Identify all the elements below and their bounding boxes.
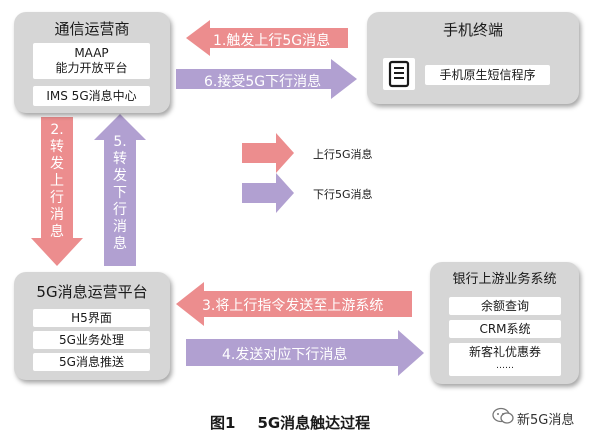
legend-uplink-label: 上行5G消息 xyxy=(313,148,373,161)
bank-box: 银行上游业务系统 余额查询 CRM系统 新客礼优惠券 …… xyxy=(430,262,579,384)
arrow-5-downlink xyxy=(94,114,146,266)
bank-item-ellipsis: …… xyxy=(495,361,514,371)
platform-item: H5界面 xyxy=(33,309,150,327)
platform-item-label: 5G业务处理 xyxy=(59,332,124,347)
arrow-4-label: 4.发送对应下行消息 xyxy=(222,347,348,363)
arrow-5-label: 5.转发下行消息 xyxy=(113,134,127,252)
arrow-4-downlink xyxy=(186,330,424,376)
watermark-text: 新5G消息 xyxy=(517,413,575,428)
arrow-1-label: 1.触发上行5G消息 xyxy=(213,33,331,49)
wechat-icon xyxy=(492,407,514,425)
platform-title: 5G消息运营平台 xyxy=(36,283,148,301)
platform-item: 5G消息推送 xyxy=(33,353,150,371)
carrier-title: 通信运营商 xyxy=(54,20,130,38)
ims-label: IMS 5G消息中心 xyxy=(46,88,137,103)
arrow-3-label: 3.将上行指令发送至上游系统 xyxy=(202,298,384,314)
bank-item-label: CRM系统 xyxy=(479,321,531,336)
figure-caption: 图1 5G消息触达过程 xyxy=(210,412,370,433)
bank-item: 新客礼优惠券 …… xyxy=(449,343,561,376)
bank-item-label: 余额查询 xyxy=(480,298,529,313)
platform-item-label: 5G消息推送 xyxy=(59,354,124,369)
figure-number: 图1 xyxy=(210,414,236,432)
arrow-6-label: 6.接受5G下行消息 xyxy=(204,74,322,90)
maap-platform: MAAP 能力开放平台 xyxy=(33,43,150,79)
platform-item-label: H5界面 xyxy=(71,310,112,325)
legend-downlink-arrow xyxy=(242,173,294,213)
carrier-box: 通信运营商 MAAP 能力开放平台 IMS 5G消息中心 xyxy=(14,12,170,113)
ims-message-center: IMS 5G消息中心 xyxy=(33,86,150,106)
arrow-3-uplink xyxy=(176,282,412,326)
document-icon xyxy=(383,58,415,90)
terminal-box: 手机终端 手机原生短信程序 xyxy=(367,12,579,104)
maap-label: MAAP 能力开放平台 xyxy=(55,46,128,75)
native-sms-label: 手机原生短信程序 xyxy=(439,67,536,82)
bank-title: 银行上游业务系统 xyxy=(452,272,557,287)
arrow-2-label: 2.转发上行消息 xyxy=(50,122,64,240)
legend-downlink-label: 下行5G消息 xyxy=(313,188,373,201)
arrow-1-uplink xyxy=(186,20,348,56)
terminal-title: 手机终端 xyxy=(442,21,503,39)
bank-item-label: 新客礼优惠券 xyxy=(468,345,541,359)
figure-title: 5G消息触达过程 xyxy=(257,414,371,432)
arrow-6-downlink xyxy=(176,59,357,99)
platform-item: 5G业务处理 xyxy=(33,331,150,349)
legend-uplink-arrow xyxy=(242,133,294,173)
platform-box: 5G消息运营平台 H5界面 5G业务处理 5G消息推送 xyxy=(14,272,170,380)
bank-item: CRM系统 xyxy=(449,320,561,338)
bank-item: 余额查询 xyxy=(449,297,561,315)
arrow-2-uplink xyxy=(31,117,83,266)
native-sms-app: 手机原生短信程序 xyxy=(425,65,550,85)
